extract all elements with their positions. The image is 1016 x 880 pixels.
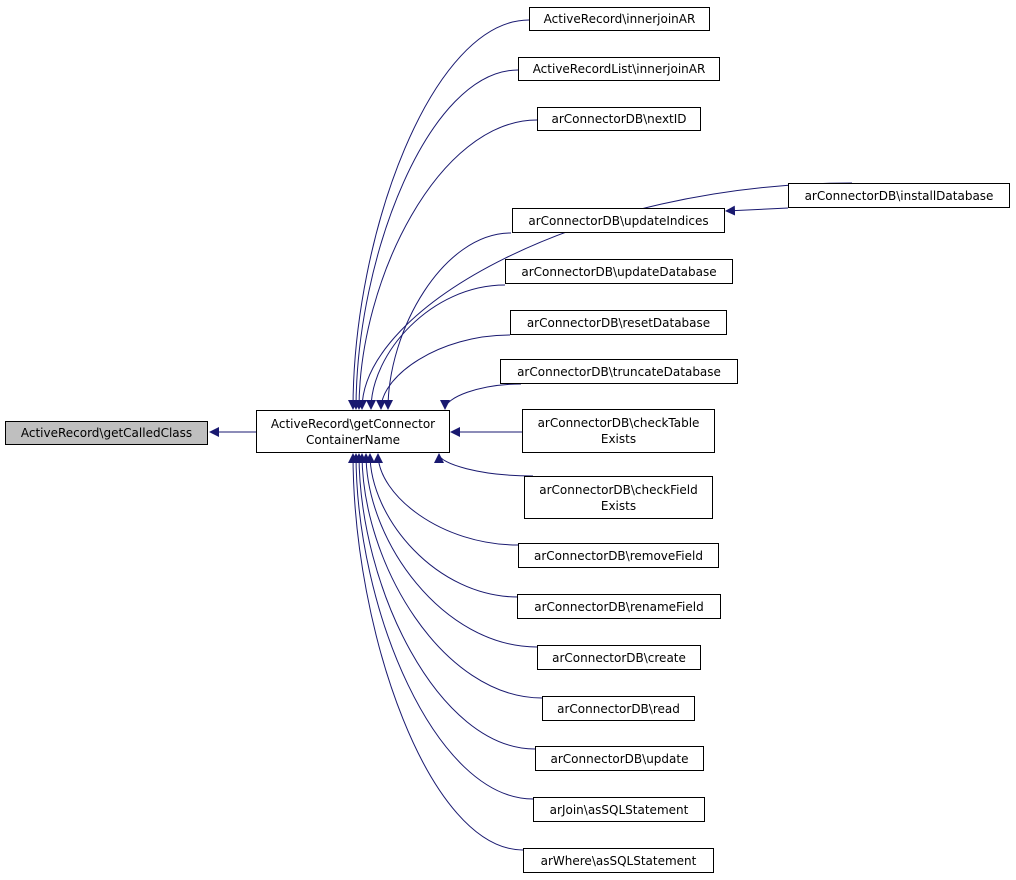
- node-label-line-2: Exists: [600, 432, 637, 446]
- edge-truncate-database-to-hub: [440, 383, 522, 410]
- node-arconnectordb-installdatabase[interactable]: arConnectorDB\installDatabase: [788, 183, 1010, 208]
- node-label: arWhere\asSQLStatement: [540, 853, 697, 868]
- node-arconnectordb-removefield[interactable]: arConnectorDB\removeField: [518, 543, 719, 568]
- node-activerecord-innerjoinar[interactable]: ActiveRecord\innerjoinAR: [529, 7, 710, 31]
- edge-update-database-to-hub: [366, 284, 506, 410]
- edge-remove-field-to-hub: [373, 453, 519, 546]
- edge-install-database-to-hub: [357, 182, 853, 410]
- edge-innerjoin-ar-to-hub: [348, 19, 530, 410]
- edge-next-id-to-hub: [354, 119, 538, 410]
- node-label: arConnectorDB\nextID: [551, 112, 687, 126]
- node-label: arConnectorDB\resetDatabase: [526, 315, 711, 330]
- edge-install-database-to-update-indices: [725, 205, 789, 216]
- node-label: arConnectorDB\read: [557, 701, 680, 716]
- node-label: arJoin\asSQLStatement: [549, 802, 689, 817]
- node-activerecordlist-innerjoinar[interactable]: ActiveRecordList\innerjoinAR: [518, 57, 720, 81]
- node-label: arConnectorDB\installDatabase: [804, 188, 994, 203]
- node-activerecord-getconnectorcontainername[interactable]: ActiveRecord\getConnector ContainerName: [256, 410, 450, 453]
- node-label: ActiveRecord\innerjoinAR: [543, 12, 696, 26]
- node-activerecord-getcalledclass: ActiveRecord\getCalledClass: [5, 421, 208, 445]
- node-label: arConnectorDB\removeField: [534, 548, 703, 563]
- node-label: arConnectorDB\update: [550, 751, 689, 766]
- edge-update-to-hub: [354, 453, 536, 750]
- node-label: arConnectorDB\updateIndices: [528, 213, 709, 228]
- node-arconnectordb-truncatedatabase[interactable]: arConnectorDB\truncateDatabase: [500, 359, 738, 384]
- node-label: arConnectorDB\create: [552, 650, 686, 665]
- node-label-line-1: arConnectorDB\checkField: [539, 482, 698, 497]
- node-label: ActiveRecord\getCalledClass: [20, 426, 193, 440]
- node-arconnectordb-create[interactable]: arConnectorDB\create: [537, 645, 701, 670]
- node-label: arConnectorDB\renameField: [534, 599, 704, 614]
- edge-create-to-hub: [361, 453, 538, 648]
- node-label: ActiveRecordList\innerjoinAR: [532, 62, 706, 76]
- node-label-line-2: ContainerName: [305, 432, 401, 447]
- node-label-line-1: ActiveRecord\getConnector: [270, 416, 436, 431]
- edge-check-field-exists-to-hub: [434, 453, 534, 477]
- edge-join-sql-to-hub: [351, 453, 534, 800]
- edge-reset-database-to-hub: [376, 334, 511, 410]
- node-arconnectordb-nextid[interactable]: arConnectorDB\nextID: [537, 107, 701, 131]
- edge-where-sql-to-hub: [348, 453, 524, 851]
- edge-update-indices-to-hub: [383, 232, 512, 410]
- node-arwhere-assqlstatement[interactable]: arWhere\asSQLStatement: [523, 848, 714, 873]
- node-label: arConnectorDB\truncateDatabase: [517, 364, 721, 379]
- node-arjoin-assqlstatement[interactable]: arJoin\asSQLStatement: [533, 797, 705, 822]
- edge-read-to-hub: [357, 453, 543, 699]
- node-arconnectordb-updateindices[interactable]: arConnectorDB\updateIndices: [512, 208, 725, 233]
- node-arconnectordb-checktableexists[interactable]: arConnectorDB\checkTable Exists: [522, 409, 715, 453]
- node-label: arConnectorDB\updateDatabase: [521, 264, 717, 279]
- node-label-line-1: arConnectorDB\checkTable: [537, 416, 700, 430]
- edge-rename-field-to-hub: [365, 453, 519, 598]
- node-arconnectordb-checkfieldexists[interactable]: arConnectorDB\checkField Exists: [524, 476, 713, 519]
- node-arconnectordb-resetdatabase[interactable]: arConnectorDB\resetDatabase: [510, 310, 727, 335]
- node-arconnectordb-updatedatabase[interactable]: arConnectorDB\updateDatabase: [505, 259, 733, 284]
- node-label-line-2: Exists: [600, 498, 637, 513]
- edge-innerjoin-list-to-hub: [351, 69, 519, 410]
- node-arconnectordb-update[interactable]: arConnectorDB\update: [535, 746, 704, 771]
- node-arconnectordb-renamefield[interactable]: arConnectorDB\renameField: [517, 594, 721, 619]
- node-arconnectordb-read[interactable]: arConnectorDB\read: [542, 696, 695, 721]
